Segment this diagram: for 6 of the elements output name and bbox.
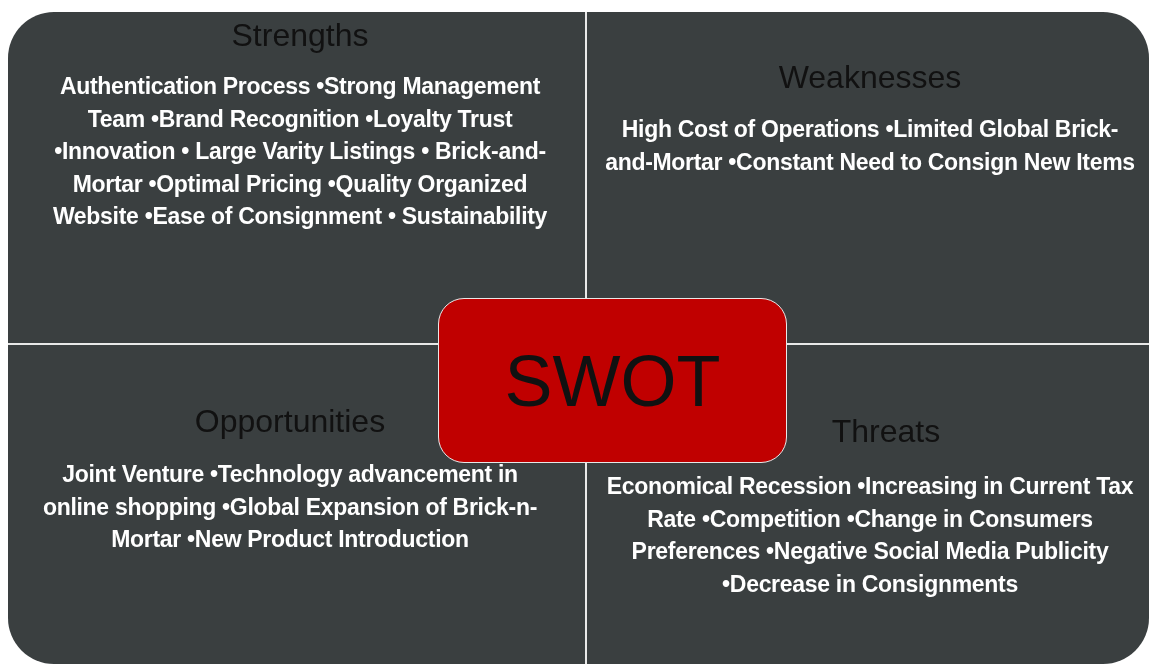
quadrant-text: High Cost of Operations •Limited Global Brick-and-Mortar •Constant Need to Consign New Items (604, 115, 1136, 177)
quadrant-text: Authentication Process •Strong Management Team •Brand Recognition •Loyalty Trust •Innovation • Large Varity Listings • Brick-and-Mortar •Optimal Pricing •Quality Organized Website •Ease of Consignment • Sustainability (51, 72, 549, 231)
center-label: SWOT (504, 339, 721, 422)
quadrant-text: Economical Recession •Increasing in Current Tax Rate •Competition •Change in Consumers Preferences •Negative Social Media Publicity •Decrease in Consignments (605, 472, 1135, 599)
quadrant-text: Joint Venture •Technology advancement in online shopping •Global Expansion of Brick-n-Mortar •New Product Introduction (41, 460, 539, 554)
center-box (438, 298, 787, 463)
